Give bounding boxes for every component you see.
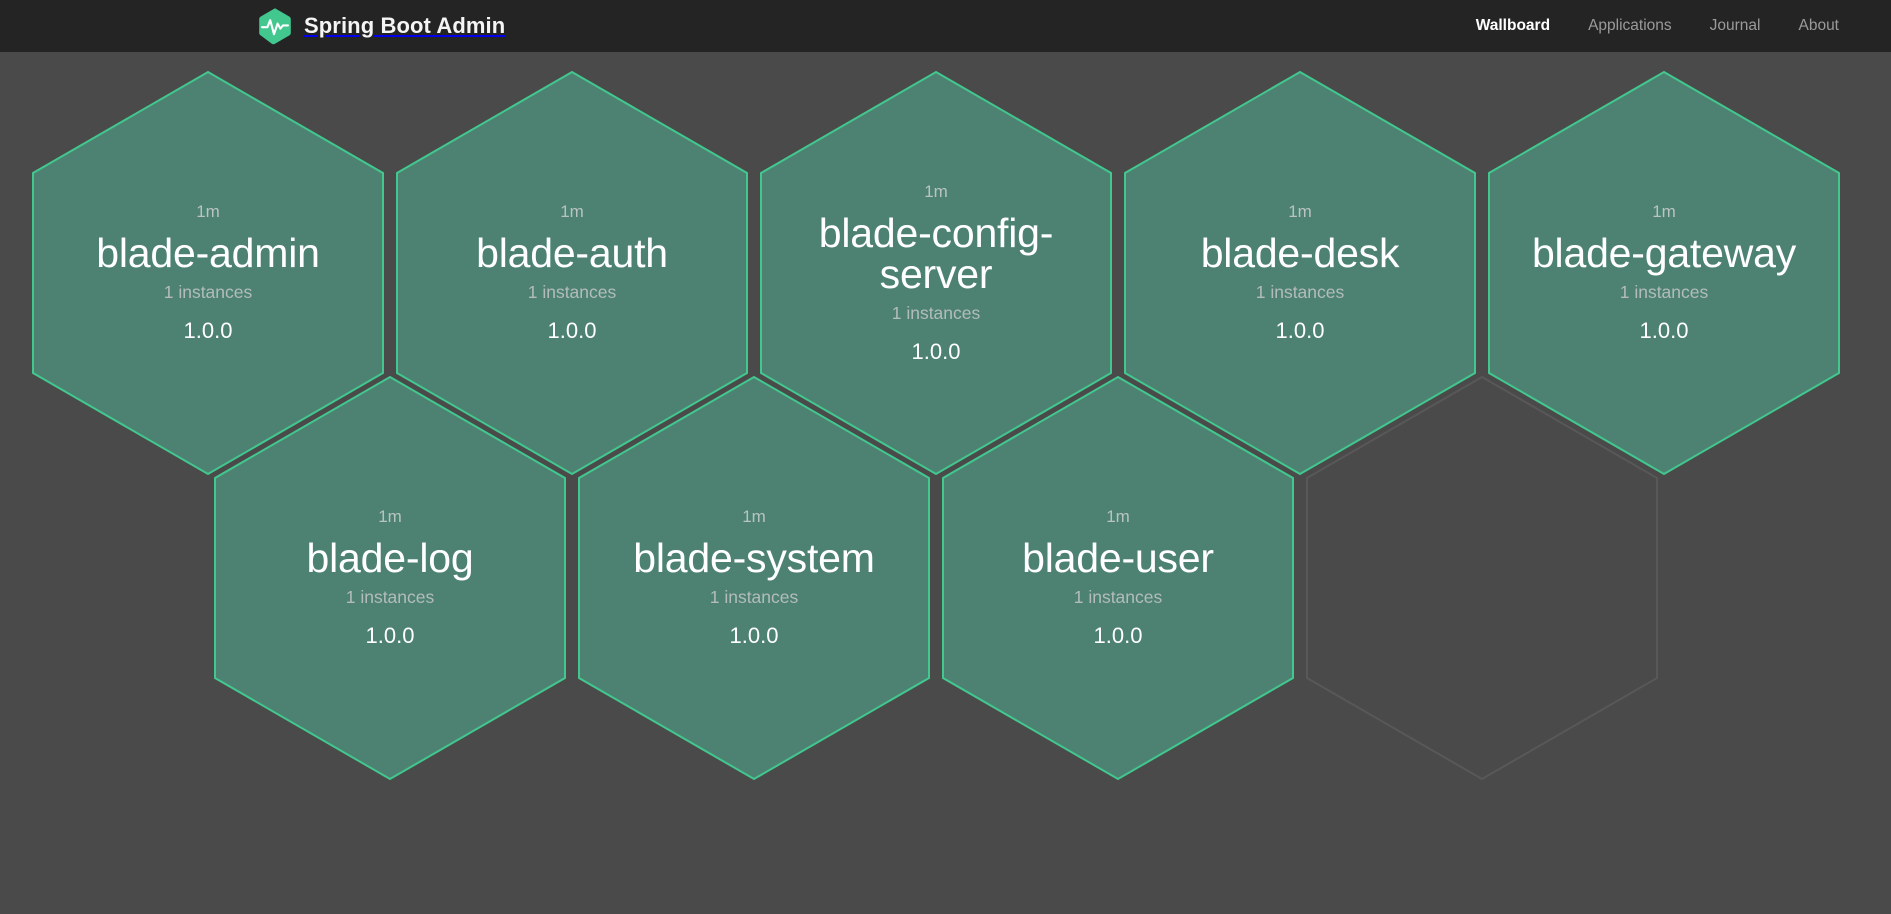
application-hexagon-blade-log[interactable]: 1m blade-log 1 instances 1.0.0 (213, 375, 567, 781)
application-version: 1.0.0 (365, 623, 415, 648)
hexagon-heartbeat-icon (258, 7, 292, 45)
brand-home-link[interactable]: Spring Boot Admin (258, 7, 505, 45)
application-hexagon-body: 1m blade-auth 1 instances 1.0.0 (395, 70, 749, 476)
application-hexagon-body: 1m blade-gateway 1 instances 1.0.0 (1487, 70, 1841, 476)
application-instances: 1 instances (527, 282, 617, 303)
application-hexagon-body: 1m blade-log 1 instances 1.0.0 (213, 375, 567, 781)
application-uptime: 1m (1652, 202, 1676, 222)
application-instances: 1 instances (1073, 587, 1163, 608)
application-uptime: 1m (742, 507, 766, 527)
application-version: 1.0.0 (729, 623, 779, 648)
application-instances: 1 instances (709, 587, 799, 608)
application-name: blade-desk (1200, 230, 1400, 277)
application-uptime: 1m (1288, 202, 1312, 222)
application-uptime: 1m (196, 202, 220, 222)
application-name: blade-user (1022, 535, 1214, 582)
wallboard-canvas: 1m blade-admin 1 instances 1.0.0 1m blade-aut… (0, 52, 1891, 914)
application-name: blade-log (306, 535, 474, 582)
application-hexagon-blade-config-server[interactable]: 1m blade-config-server 1 instances 1.0.0 (759, 70, 1113, 476)
application-instances: 1 instances (163, 282, 253, 303)
application-hexagon-blade-desk[interactable]: 1m blade-desk 1 instances 1.0.0 (1123, 70, 1477, 476)
main-nav: Wallboard Applications Journal About (1476, 0, 1839, 52)
application-hexagon-body: 1m blade-config-server 1 instances 1.0.0 (759, 70, 1113, 476)
application-name: blade-auth (476, 230, 668, 277)
application-version: 1.0.0 (911, 338, 961, 364)
application-version: 1.0.0 (1093, 623, 1143, 648)
application-hexagon-blade-auth[interactable]: 1m blade-auth 1 instances 1.0.0 (395, 70, 749, 476)
nav-link-journal[interactable]: Journal (1709, 17, 1761, 34)
application-uptime: 1m (378, 507, 402, 527)
application-hexagon-blade-user[interactable]: 1m blade-user 1 instances 1.0.0 (941, 375, 1295, 781)
application-instances: 1 instances (345, 587, 435, 608)
nav-link-wallboard[interactable]: Wallboard (1475, 17, 1551, 34)
app-title: Spring Boot Admin (304, 13, 506, 38)
nav-link-applications[interactable]: Applications (1588, 17, 1672, 34)
application-instances: 1 instances (891, 302, 981, 323)
application-uptime: 1m (924, 181, 948, 201)
application-name: blade-admin (96, 230, 320, 277)
application-version: 1.0.0 (547, 318, 597, 343)
nav-link-about[interactable]: About (1798, 17, 1839, 34)
application-uptime: 1m (560, 202, 584, 222)
application-hexagon-blade-gateway[interactable]: 1m blade-gateway 1 instances 1.0.0 (1487, 70, 1841, 476)
application-hexagon-blade-admin[interactable]: 1m blade-admin 1 instances 1.0.0 (31, 70, 385, 476)
application-uptime: 1m (1106, 507, 1130, 527)
application-hexagon-grid: 1m blade-admin 1 instances 1.0.0 1m blade-aut… (0, 52, 1891, 914)
application-name: blade-system (633, 535, 875, 582)
application-hexagon-body: 1m blade-desk 1 instances 1.0.0 (1123, 70, 1477, 476)
application-hexagon-blade-system[interactable]: 1m blade-system 1 instances 1.0.0 (577, 375, 931, 781)
application-hexagon-body: 1m blade-admin 1 instances 1.0.0 (31, 70, 385, 476)
application-version: 1.0.0 (1275, 318, 1325, 343)
application-instances: 1 instances (1619, 282, 1709, 303)
application-instances: 1 instances (1255, 282, 1345, 303)
empty-hexagon-placeholder (1305, 375, 1659, 781)
application-hexagon-body: 1m blade-user 1 instances 1.0.0 (941, 375, 1295, 781)
application-hexagon-body: 1m blade-system 1 instances 1.0.0 (577, 375, 931, 781)
application-name: blade-config-server (818, 209, 1054, 297)
application-name: blade-gateway (1531, 230, 1797, 277)
application-version: 1.0.0 (183, 318, 233, 343)
top-navbar: Spring Boot Admin Wallboard Applications… (0, 0, 1891, 52)
application-version: 1.0.0 (1639, 318, 1689, 343)
